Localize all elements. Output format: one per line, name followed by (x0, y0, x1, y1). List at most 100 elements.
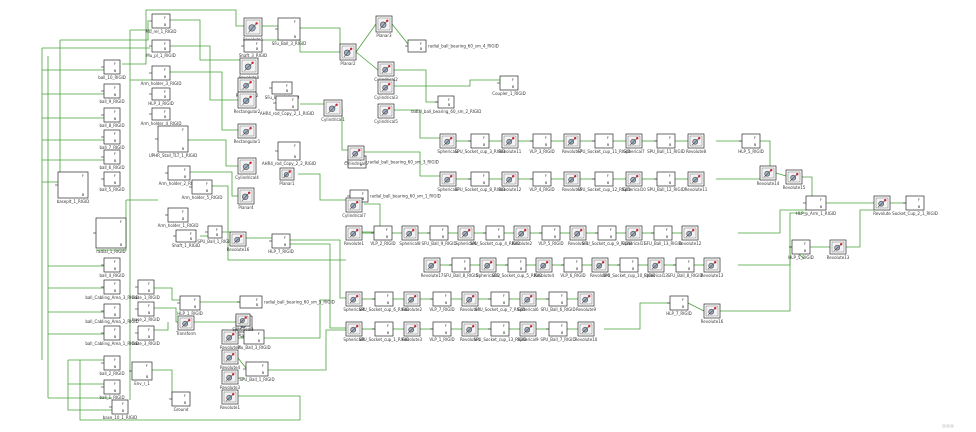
row-block-row4-10[interactable]: Revolute13 (701, 257, 724, 278)
block-cylindrical6[interactable]: Cylindrical6 (344, 145, 368, 166)
row-block-row3-2[interactable]: Spherical8 (399, 225, 421, 246)
row-block-row3-0[interactable]: Revolute1 (344, 225, 365, 246)
row-block-row3-4[interactable]: Spherical6 (455, 225, 477, 246)
row-block-row4-6[interactable]: Revolute6 (590, 257, 611, 278)
block-planar1[interactable]: Planar1 (279, 167, 295, 186)
row-block-row5-2[interactable]: Revolute2 (402, 291, 423, 312)
block-revolute16[interactable]: Revolute16 (227, 231, 250, 252)
row-block-row1-2[interactable]: Revolute11 (499, 133, 522, 154)
block-cylindrical2[interactable]: Cylindrical2 (374, 61, 398, 82)
row-block-row6-0[interactable]: Spherical8 (343, 321, 365, 342)
block-revolute2[interactable]: Revolute2 (220, 329, 241, 350)
block-revolute15[interactable]: Revolute15 (783, 169, 806, 190)
block-cylindrical4[interactable]: Cylindrical4 (235, 157, 259, 180)
row-block-row5-8[interactable]: Revolute9 (576, 291, 597, 312)
block-revolute1[interactable]: Revolute1 (220, 389, 241, 410)
block-revolute5[interactable]: Revolute5 (243, 17, 264, 42)
block-cylindrical5[interactable]: Cylindrical5 (374, 103, 398, 124)
block-rectangular2[interactable]: Rectangular2 (234, 91, 261, 114)
row-block-row6-4[interactable]: Revolute4 (460, 321, 481, 342)
block-rectangular1[interactable]: Rectangular1 (234, 123, 261, 144)
block-revolute16[interactable]: Revolute16 (701, 303, 724, 324)
row-block-row5-0[interactable]: Spherical4 (343, 291, 365, 312)
block-revolute8[interactable]: Revolute8 (239, 57, 260, 80)
row-block-row2-8[interactable]: Revolute11 (685, 171, 708, 192)
row-block-row4-0[interactable]: Revolute17 (421, 257, 444, 278)
row-block-row1-6[interactable]: Spherical7 (623, 133, 645, 154)
row-block-row4-4[interactable]: Revolute4 (534, 257, 555, 278)
block-cylindrical1[interactable]: Cylindrical1 (321, 99, 345, 122)
row-block-row5-4[interactable]: Revolute5 (460, 291, 481, 312)
block-spherical3[interactable]: Spherical3 (232, 313, 254, 332)
block-planar3[interactable]: Planar3 (375, 15, 393, 38)
row-block-row4-8[interactable]: Spherical13 (644, 257, 668, 278)
block-cylindrical3[interactable]: Cylindrical3 (374, 79, 398, 100)
row-block-row6-2[interactable]: Revolute3 (402, 321, 423, 342)
block-cylindrical7[interactable]: Cylindrical7 (342, 197, 366, 218)
row-block-row4-2[interactable]: Spherical12 (476, 257, 500, 278)
block-revolute13[interactable]: Revolute13 (827, 239, 850, 260)
row-block-row2-2[interactable]: Revolute12 (499, 171, 522, 192)
row-block-row5-6[interactable]: Spherical6 (517, 291, 539, 312)
row-block-row2-6[interactable]: Spherical10 (622, 171, 646, 192)
block-transform[interactable]: Transform (175, 315, 196, 336)
row-block-row1-4[interactable]: Revolute7 (562, 133, 583, 154)
block-revolute3[interactable]: Revolute3 (220, 369, 241, 390)
row-block-row3-6[interactable]: Revolute2 (512, 225, 533, 246)
row-block-row3-10[interactable]: Spherical11 (622, 225, 646, 246)
block-revolute[interactable]: Revolute (873, 195, 891, 216)
